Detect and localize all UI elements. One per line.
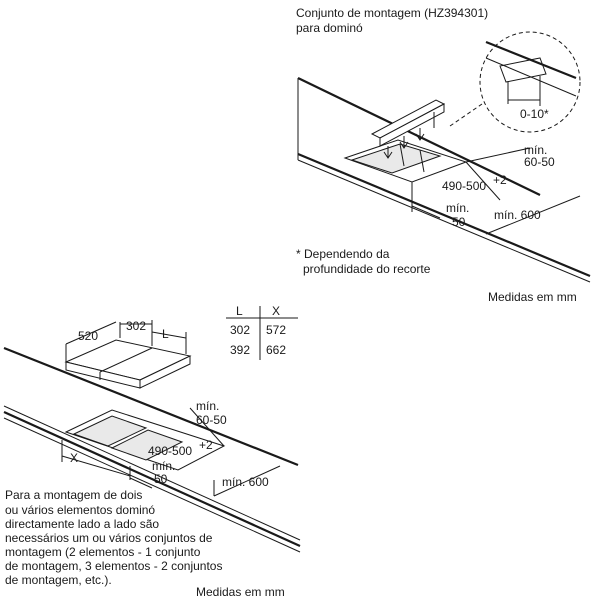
top-units: Medidas em mm	[488, 290, 577, 304]
table-header-x: X	[272, 304, 280, 318]
top-title-line1: Conjunto de montagem (HZ394301)	[296, 6, 488, 20]
dim-l: L	[162, 327, 169, 341]
table-cell: 302	[230, 323, 250, 337]
bottom-min-edge-value: 60-50	[196, 413, 227, 427]
top-min-depth: mín. 600	[494, 208, 541, 222]
top-countertop	[297, 77, 591, 283]
note-line: montagem (2 elementos - 1 conjunto	[5, 545, 201, 559]
top-cutout-tolerance: +2	[493, 173, 507, 187]
gap-label: 0-10*	[520, 107, 549, 121]
top-dimensions: mín. 60-50 490-500 +2 mín. 50 mín. 600	[411, 143, 581, 235]
bottom-cutout	[64, 409, 226, 471]
bottom-diagram: 520 302 L L X 302 572 392 662	[3, 304, 301, 599]
note-line: necessários um ou vários conjuntos de	[5, 531, 213, 545]
domino-modules: 520 302 L	[64, 319, 192, 389]
table-cell: 572	[266, 323, 286, 337]
note-line: Para a montagem de dois	[5, 488, 142, 502]
dim-width: 302	[126, 319, 146, 333]
top-min-edge-value: 60-50	[524, 155, 555, 169]
bottom-cutout-tolerance: +2	[199, 438, 213, 452]
top-min-front-value: 50	[452, 215, 466, 229]
top-min-front-label: mín.	[446, 201, 469, 215]
bottom-min-depth: mín. 600	[222, 475, 269, 489]
top-footnote-line1: * Dependendo da	[296, 247, 390, 261]
note-line: directamente lado a lado são	[5, 517, 159, 531]
bottom-dimensions: mín. 60-50 490-500 +2 X mín. 50 mín. 600	[61, 399, 281, 497]
bottom-countertop	[3, 346, 301, 553]
table-header-l: L	[236, 304, 243, 318]
top-cutout-width: 490-500	[442, 179, 486, 193]
dim-x: X	[70, 451, 78, 465]
dim-depth: 520	[78, 329, 98, 343]
table-cell: 662	[266, 343, 286, 357]
detail-circle: 0-10*	[449, 31, 581, 133]
mounting-bracket	[370, 99, 446, 159]
note-line: de montagem, etc.).	[5, 573, 112, 587]
top-footnote-line2: profundidade do recorte	[303, 262, 431, 276]
table-cell: 392	[230, 343, 250, 357]
top-title-line2: para dominó	[296, 21, 363, 35]
top-min-edge-label: mín.	[524, 143, 547, 157]
bottom-note: Para a montagem de dois ou vários elemen…	[5, 488, 222, 587]
bottom-min-front-value: 50	[154, 472, 168, 486]
bottom-cutout-width: 490-500	[148, 444, 192, 458]
top-diagram: Conjunto de montagem (HZ394301) para dom…	[296, 6, 591, 304]
bottom-units: Medidas em mm	[196, 585, 285, 599]
bottom-min-front-label: mín.	[152, 459, 175, 473]
note-line: de montagem, 3 elementos - 2 conjuntos	[5, 559, 222, 573]
note-line: ou vários elementos dominó	[5, 503, 155, 517]
lx-table: L X 302 572 392 662	[226, 304, 298, 360]
bottom-min-edge-label: mín.	[196, 399, 219, 413]
